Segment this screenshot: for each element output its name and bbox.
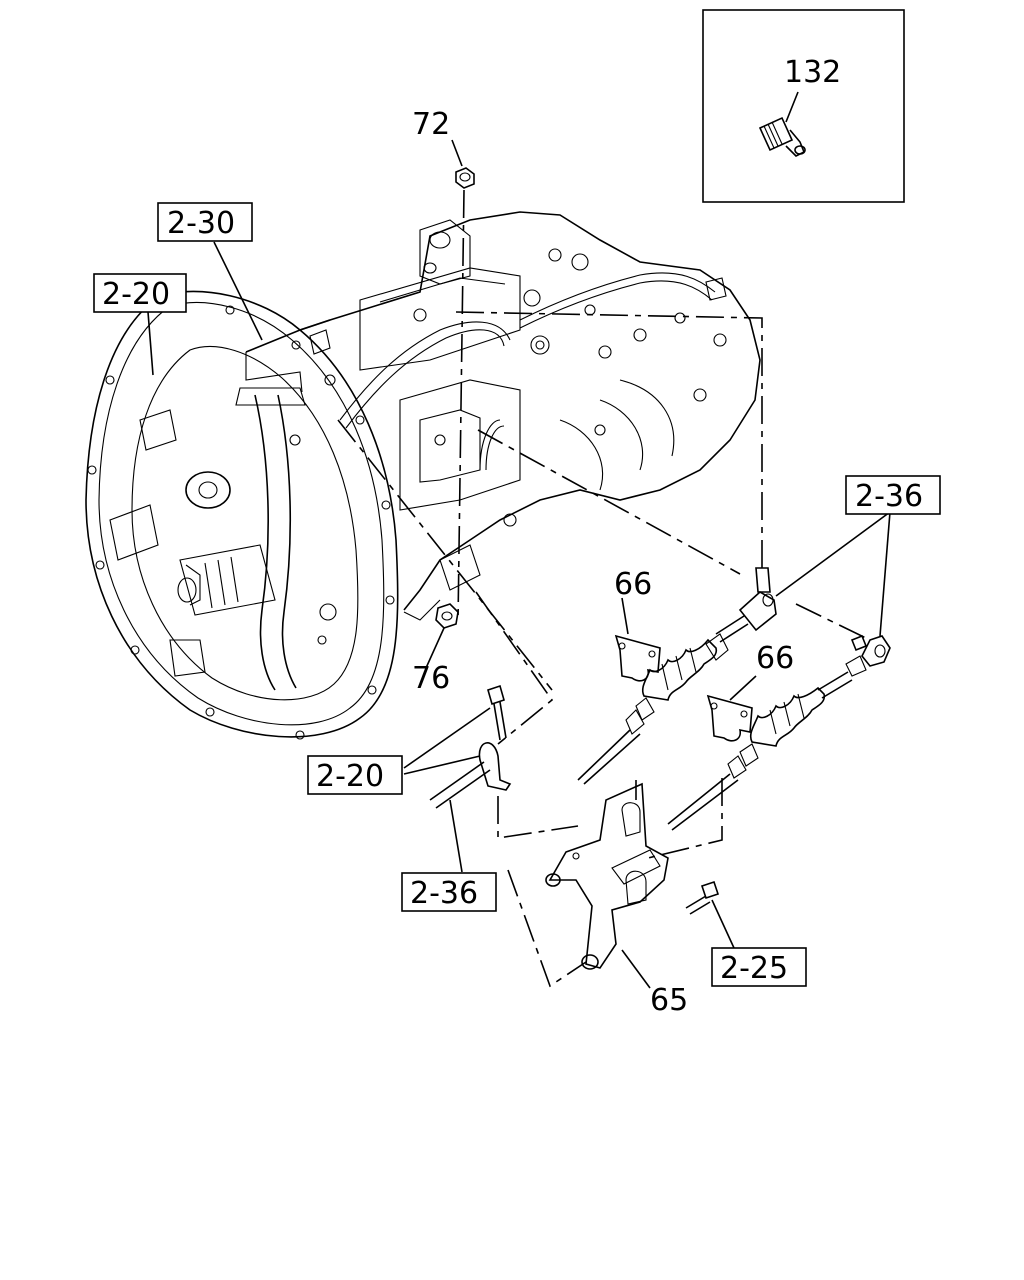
ref-box-2-25 [711, 947, 807, 987]
clip-66-upper-icon [614, 634, 661, 682]
ref-box-2-30 [157, 202, 253, 242]
label-2-30: 2-30 [167, 206, 235, 241]
label-65: 65 [650, 983, 688, 1018]
transmission-housing [85, 211, 761, 740]
label-72: 72 [412, 107, 450, 142]
inset-box [702, 9, 905, 203]
ref-box-2-20-top [93, 273, 187, 313]
label-2-25: 2-25 [720, 951, 788, 986]
bracket-65-icon [545, 782, 669, 970]
bolt-2-25-icon [685, 880, 720, 915]
label-132: 132 [784, 55, 841, 90]
ref-box-2-36-bottom [401, 872, 497, 912]
label-2-36-bottom: 2-36 [410, 876, 478, 911]
cable-clamp-icon [429, 684, 512, 809]
label-76: 76 [412, 661, 450, 696]
label-2-20-top: 2-20 [102, 277, 170, 312]
clip-66-lower-icon [706, 694, 753, 742]
nut-72-icon [455, 167, 475, 189]
plug-132-icon [758, 116, 806, 157]
label-66-upper: 66 [614, 567, 652, 602]
ref-box-2-36-right [845, 475, 941, 515]
label-2-20-bottom: 2-20 [316, 759, 384, 794]
shift-cable-upper [577, 567, 777, 785]
label-2-36-right: 2-36 [855, 479, 923, 514]
select-cable-lower [667, 634, 891, 831]
nut-76-icon [435, 603, 459, 629]
ref-box-2-20-bottom [307, 755, 403, 795]
label-66-lower: 66 [756, 641, 794, 676]
